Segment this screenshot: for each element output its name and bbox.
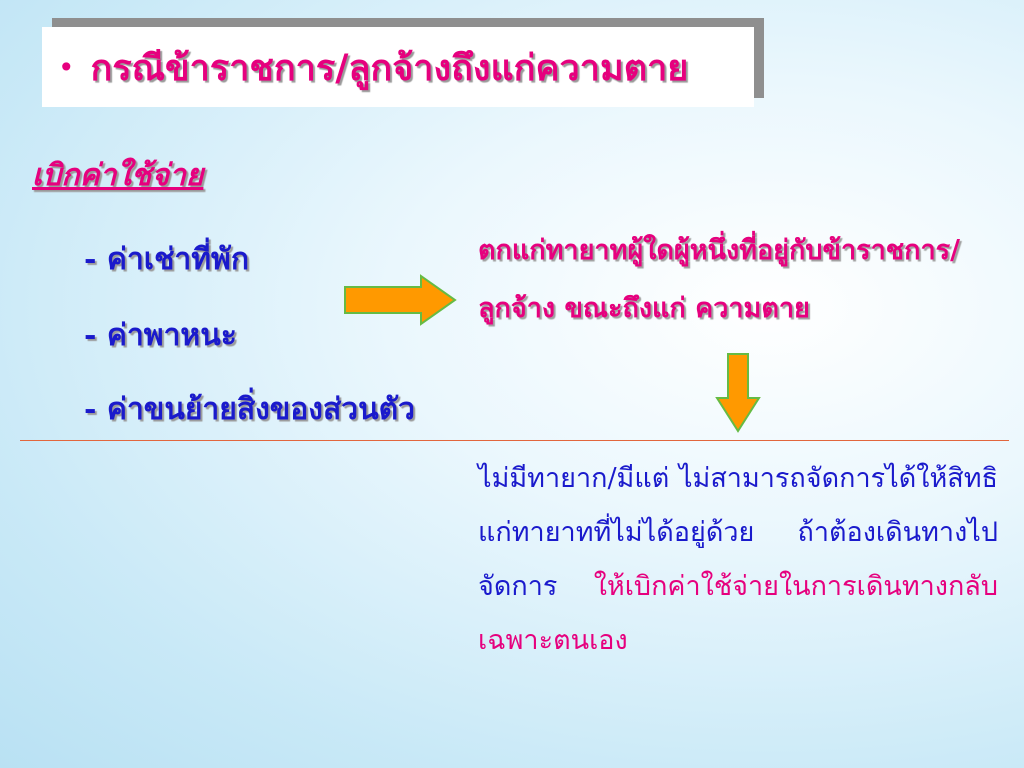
title-box: • กรณีข้าราชการ/ลูกจ้างถึงแก่ความตาย [42,27,754,107]
arrow-down-icon [715,353,761,433]
expense-item-moving: - ค่าขนย้ายสิ่งของส่วนตัว [84,392,415,427]
no-heir-condition-text: ไม่มีทายาก/มีแต่ ไม่สามารถจัดการได้ให้สิ… [478,463,998,602]
return-travel-text: ให้เบิกค่าใช้จ่ายในการเดินทางกลับ เฉพาะต… [478,571,998,656]
expense-item-transport: - ค่าพาหนะ [84,318,237,353]
page-title: กรณีข้าราชการ/ลูกจ้างถึงแก่ความตาย [90,46,689,89]
no-heir-description: ไม่มีทายาก/มีแต่ ไม่สามารถจัดการได้ให้สิ… [478,452,998,668]
title-bullet: • [58,50,75,84]
expense-item-lodging: - ค่าเช่าที่พัก [84,242,249,277]
divider-line [20,440,1009,441]
section-heading: เบิกค่าใช้จ่าย [32,158,204,193]
arrow-right-icon [344,274,457,326]
heir-description: ตกแก่ทายาทผู้ใดผู้หนึ่งที่อยู่กับข้าราชก… [478,235,960,324]
